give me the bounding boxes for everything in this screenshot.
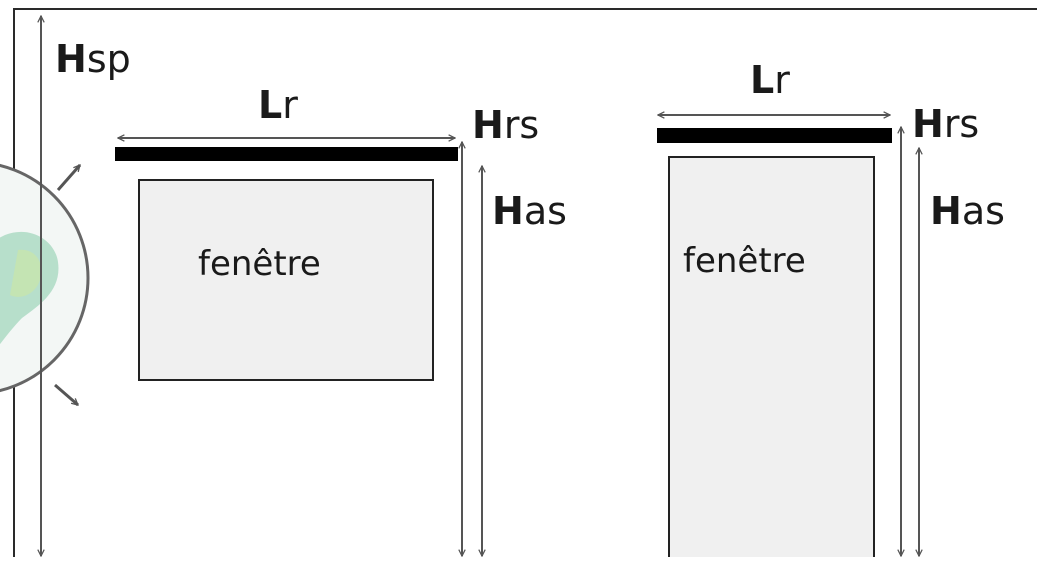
window-label-right: fenêtre bbox=[683, 241, 806, 281]
blind-bar-left bbox=[115, 147, 458, 161]
window-right bbox=[668, 156, 875, 562]
window-left bbox=[138, 179, 434, 381]
window-label-left: fenêtre bbox=[198, 244, 321, 284]
hrs-label-right: Hrs bbox=[912, 102, 979, 146]
lr-label-left: Lr bbox=[258, 83, 298, 127]
sun-icon bbox=[0, 163, 90, 407]
blind-bar-right bbox=[657, 128, 892, 143]
lr-label-right: Lr bbox=[750, 58, 790, 102]
hrs-label-left: Hrs bbox=[472, 103, 539, 147]
hsp-label: Hsp bbox=[55, 37, 131, 81]
has-label-left: Has bbox=[492, 189, 567, 233]
has-label-right: Has bbox=[930, 189, 1005, 233]
